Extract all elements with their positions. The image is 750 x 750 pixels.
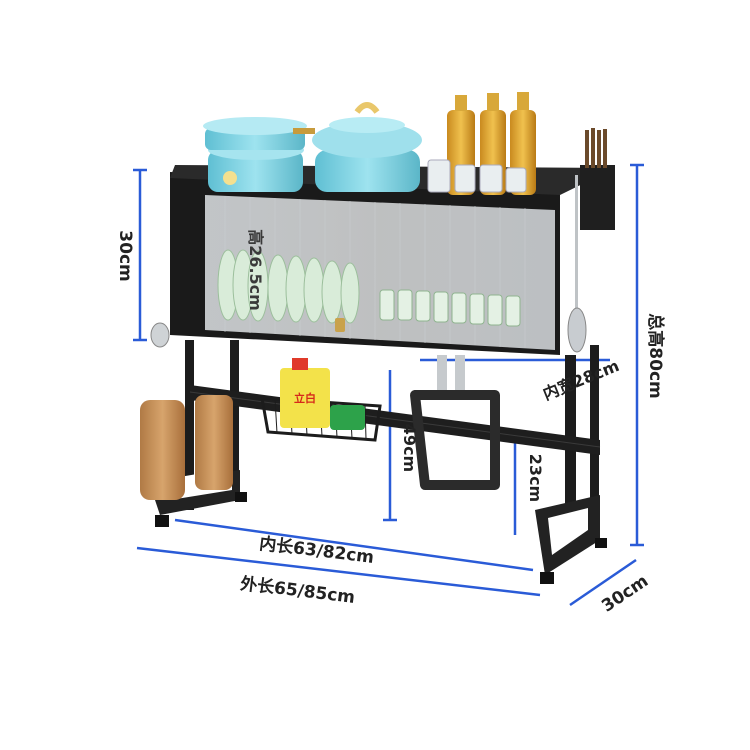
dim-inner-length: 内长63/82cm <box>258 533 375 568</box>
top-items <box>203 92 536 195</box>
dim-under-height: 49cm <box>400 424 419 472</box>
dim-inner-plate-height: 高26.5cm <box>246 229 265 311</box>
lower-items <box>140 355 500 500</box>
dim-top-height: 30cm <box>115 230 135 281</box>
dim-total-height: 总高80cm <box>645 313 666 398</box>
dim-inner-width: 内宽28cm <box>540 356 622 404</box>
dim-outer-length: 外长65/85cm <box>239 573 356 608</box>
dish-rack <box>150 128 615 584</box>
dim-leg-height: 23cm <box>526 454 545 502</box>
dimension-lines <box>133 163 644 607</box>
detergent-brand: 立白 <box>294 391 316 405</box>
dim-depth: 30cm <box>598 571 652 616</box>
